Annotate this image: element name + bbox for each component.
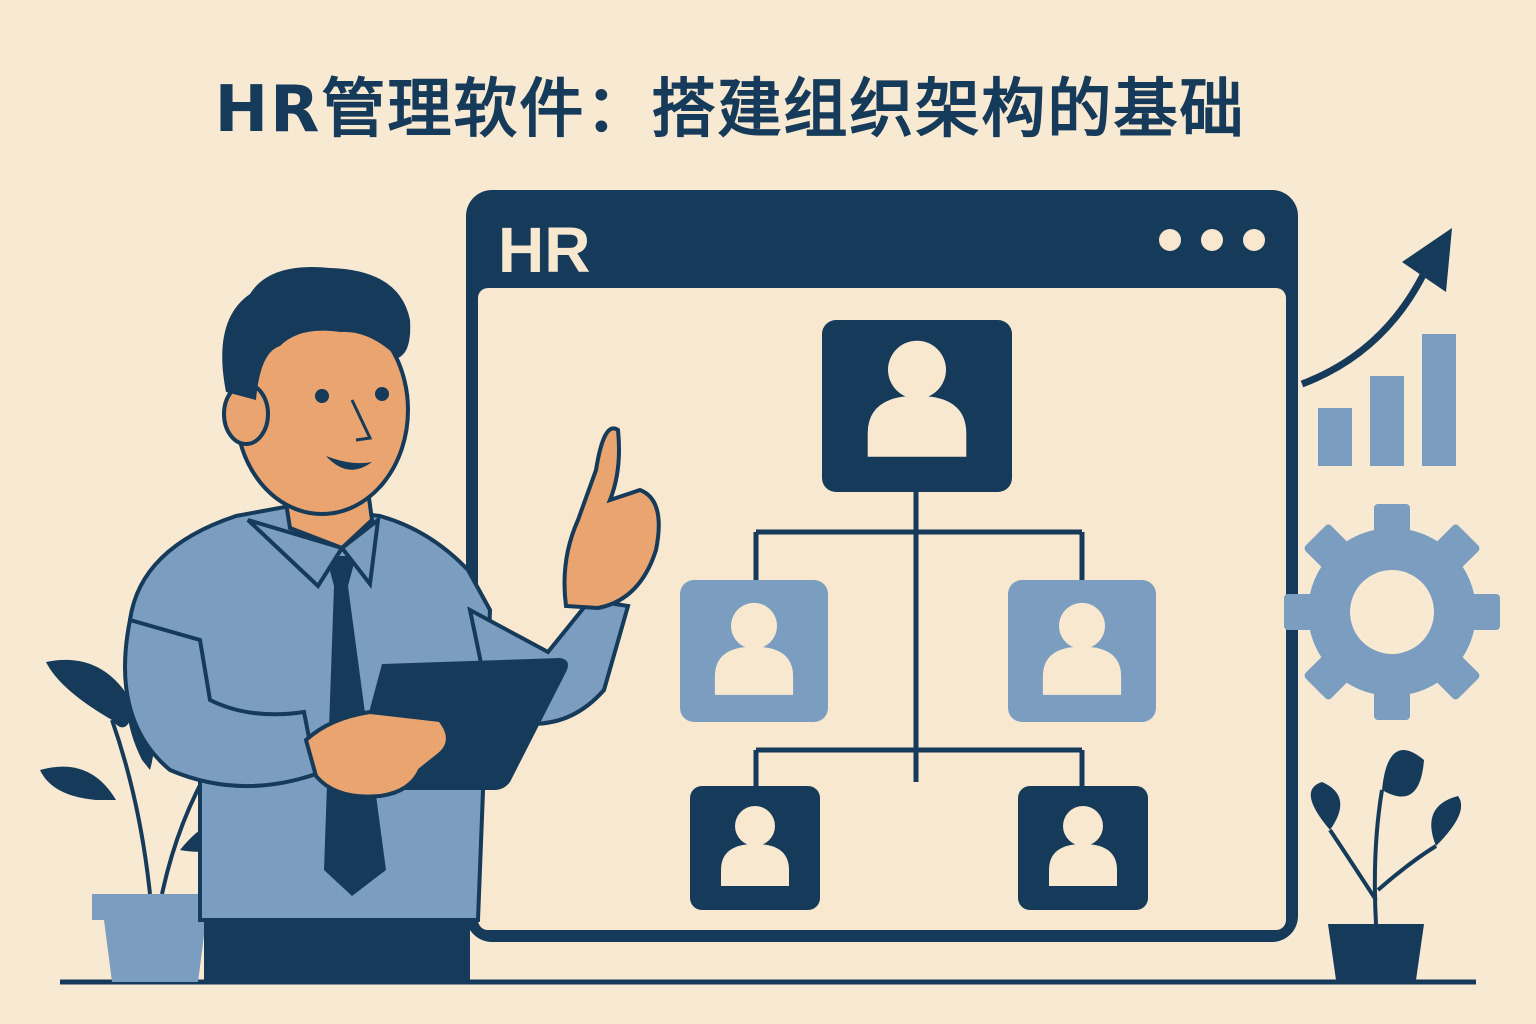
hr-window: HR: [466, 190, 1298, 942]
hr-manager-figure: [123, 267, 661, 982]
page-title: HR管理软件：搭建组织架构的基础: [214, 73, 1246, 147]
more-dots-icon[interactable]: [1159, 229, 1265, 251]
org-node-manager-right[interactable]: [1008, 580, 1156, 722]
window-brand: HR: [498, 214, 590, 286]
org-node-staff-right[interactable]: [1018, 786, 1148, 910]
org-node-root[interactable]: [822, 320, 1012, 492]
org-node-staff-left[interactable]: [690, 786, 820, 910]
bar-chart-icon: [1318, 334, 1456, 466]
potted-plant-icon-right: [1310, 750, 1462, 980]
gear-icon: [1284, 504, 1500, 720]
org-node-manager-left[interactable]: [680, 580, 828, 722]
trend-up-arrow-icon: [1300, 228, 1452, 388]
org-chart-connectors: [753, 492, 1085, 786]
